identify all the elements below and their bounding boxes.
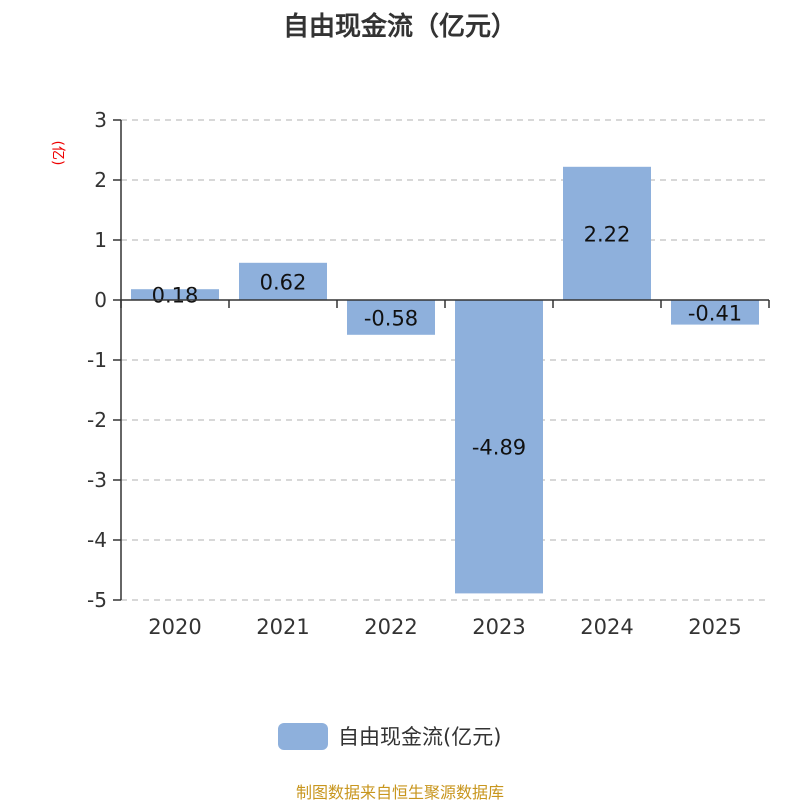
y-tick-label: -2 xyxy=(87,408,107,432)
y-tick-label: 3 xyxy=(94,108,107,132)
chart-title: 自由现金流（亿元） xyxy=(282,12,517,42)
bar xyxy=(455,300,543,594)
y-tick-label: 0 xyxy=(94,288,107,312)
x-tick-label: 2023 xyxy=(472,615,525,639)
bar xyxy=(239,262,327,300)
data-label: -0.58 xyxy=(364,306,418,330)
legend[interactable]: 自由现金流(亿元) xyxy=(278,721,501,751)
x-tick-label: 2024 xyxy=(580,615,633,639)
bar xyxy=(671,300,759,325)
y-tick-label: -1 xyxy=(87,348,107,372)
legend-swatch xyxy=(278,722,328,750)
x-tick-label: 2021 xyxy=(256,615,309,639)
source-note: 制图数据来自恒生聚源数据库 xyxy=(295,783,504,800)
x-tick-label: 2022 xyxy=(364,615,417,639)
bar xyxy=(347,300,435,335)
y-tick-label: -4 xyxy=(87,528,107,552)
data-label: -0.41 xyxy=(688,301,742,325)
bar xyxy=(563,166,651,300)
y-tick-label: -3 xyxy=(87,468,107,492)
legend-label: 自由现金流(亿元) xyxy=(338,725,502,749)
y-tick-label: 2 xyxy=(94,168,107,192)
x-tick-label: 2025 xyxy=(688,615,741,639)
y-tick-label: 1 xyxy=(94,228,107,252)
x-tick-label: 2020 xyxy=(148,615,201,639)
data-label: 0.62 xyxy=(260,270,307,294)
data-label: -4.89 xyxy=(472,436,526,460)
data-label: 2.22 xyxy=(584,222,631,246)
y-tick-label: -5 xyxy=(87,588,107,612)
data-label: 0.18 xyxy=(152,284,199,308)
bar xyxy=(131,289,219,300)
